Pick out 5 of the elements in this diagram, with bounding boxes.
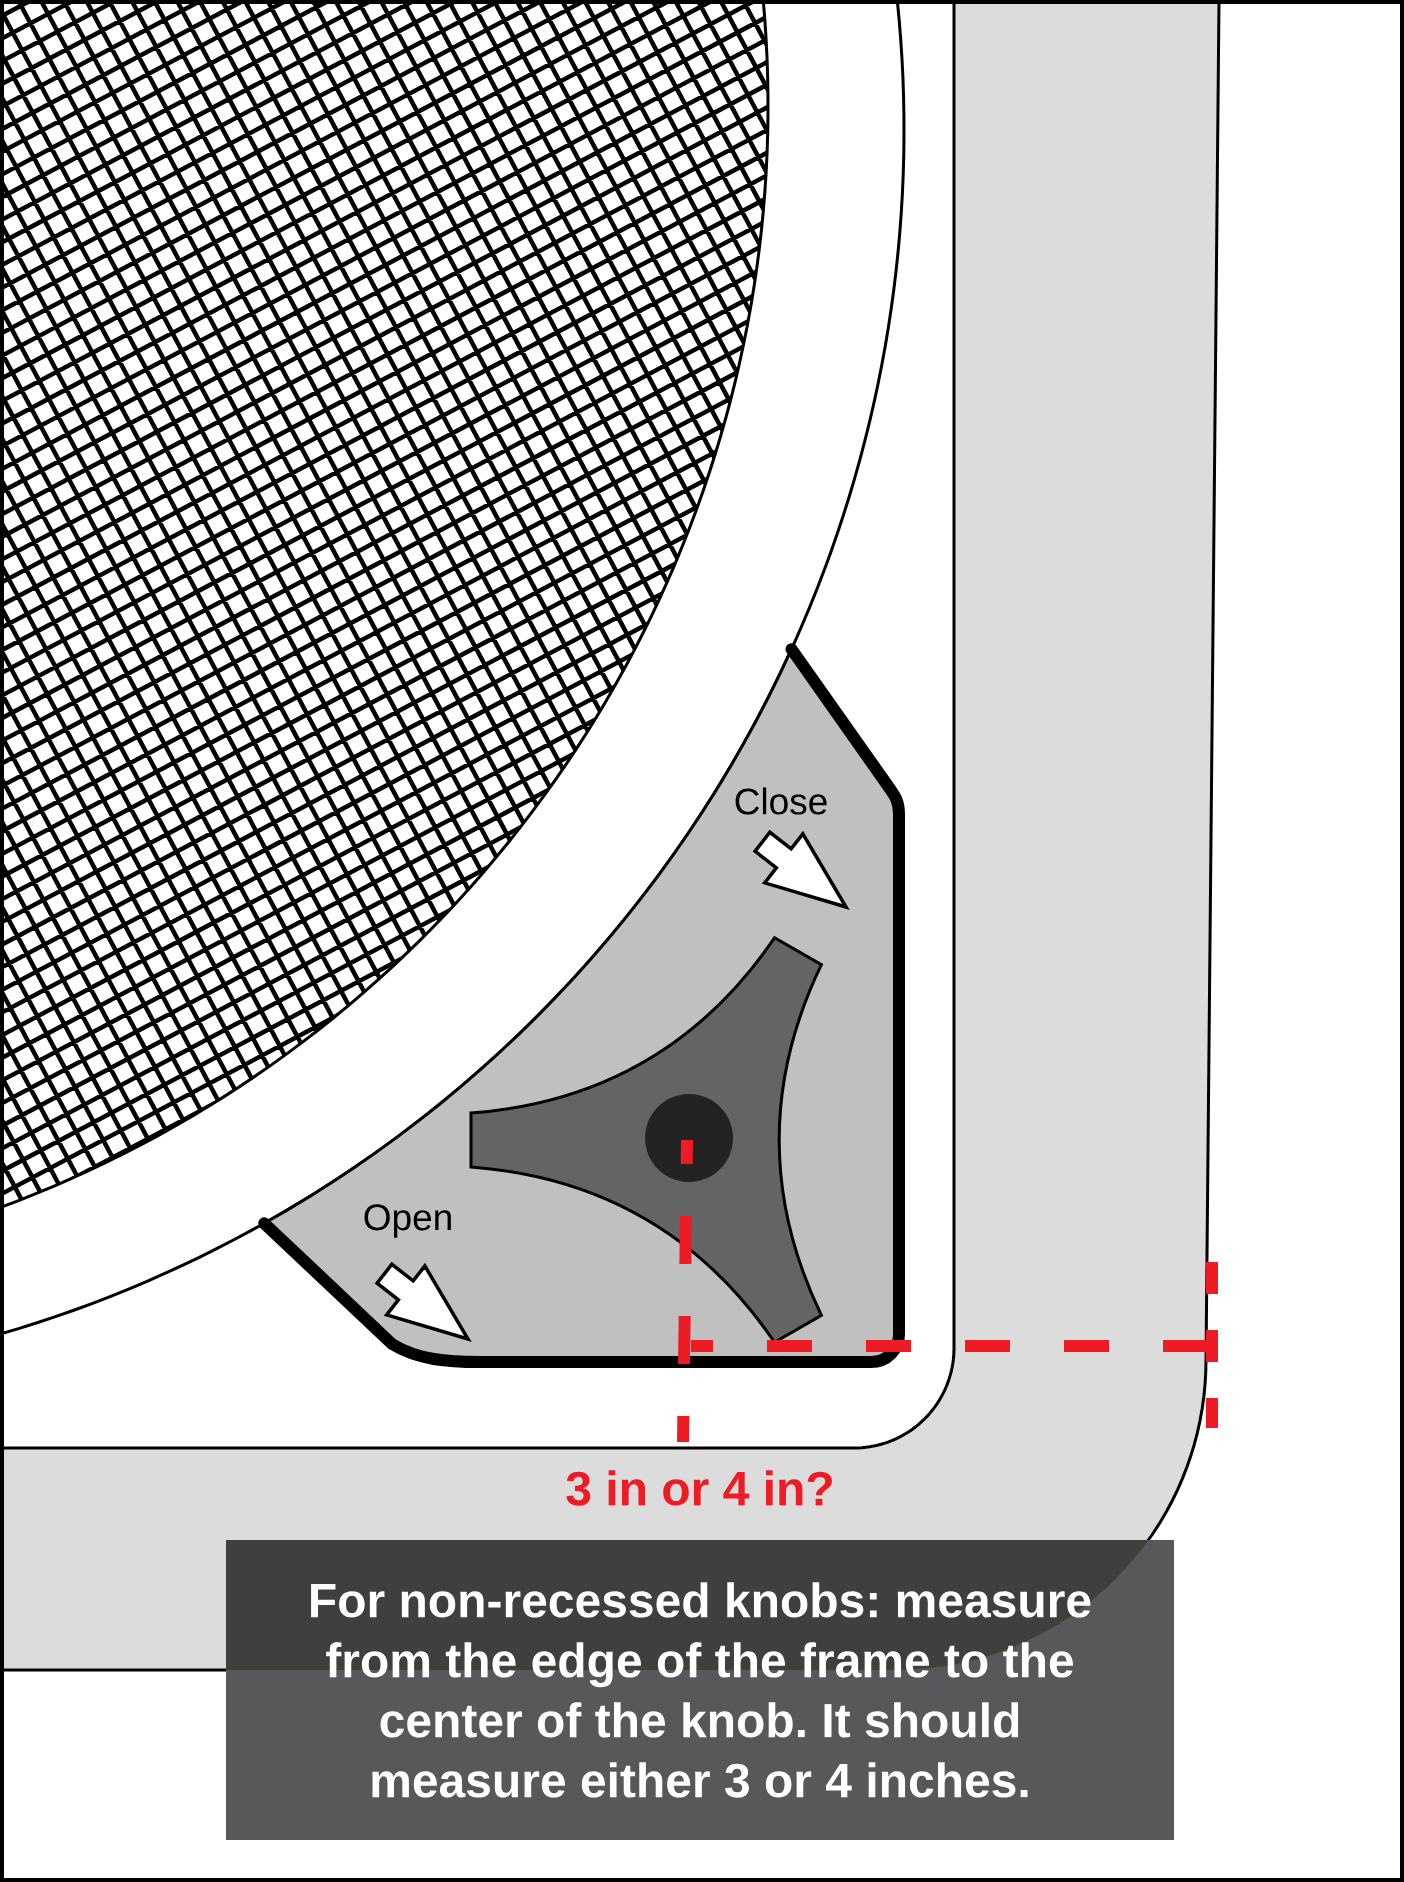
direction-label: Open [364, 1204, 451, 1238]
dimension-label: 3 in or 4 in? [566, 1470, 832, 1506]
caption-box: For non-recessed knobs: measure from the edge of the frame to the center of the knob. It should measure either 3 or 4 inches. [226, 1540, 1174, 1840]
node-label: center of the knob. It should measure either 3 or 4 inches. [372, 1702, 1028, 1798]
direction-label: Close [735, 787, 827, 815]
